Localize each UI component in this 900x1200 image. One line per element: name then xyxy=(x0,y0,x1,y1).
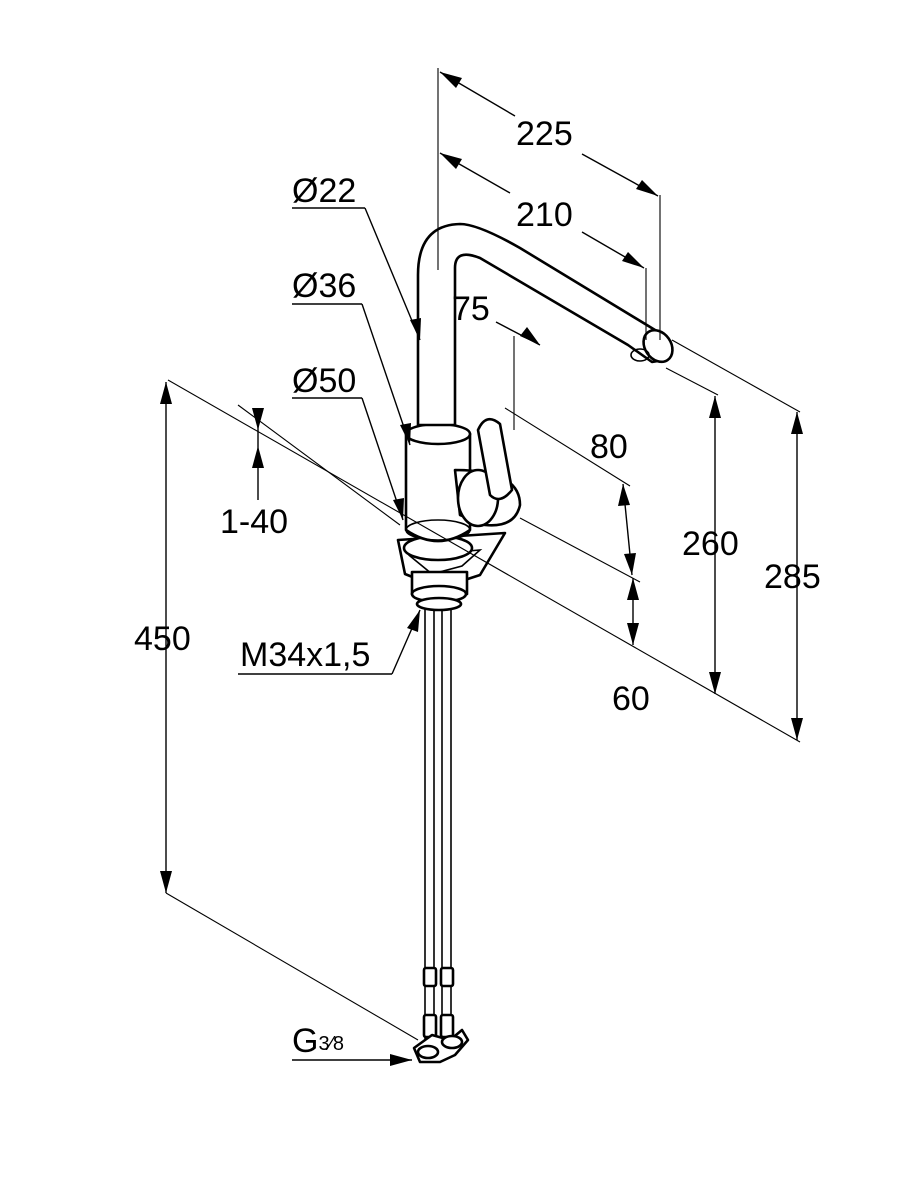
label-outlet-height: 260 xyxy=(682,525,739,563)
faucet-body xyxy=(404,417,522,543)
label-lever-height: 80 xyxy=(590,428,628,466)
label-counter-thickness: 1-40 xyxy=(220,503,288,541)
label-diameter-spout: Ø22 xyxy=(292,172,356,210)
label-total-height: 285 xyxy=(764,558,821,596)
supply-hoses xyxy=(412,599,470,1064)
label-reach-spout: 210 xyxy=(516,196,573,234)
label-diameter-body: Ø36 xyxy=(292,267,356,305)
mounting-base xyxy=(396,531,507,612)
dimension-labels: 225 210 Ø22 Ø36 Ø50 75 80 60 260 285 450… xyxy=(134,115,821,1060)
label-diameter-base: Ø50 xyxy=(292,362,356,400)
label-connection-thread: G3⁄8 xyxy=(292,1022,344,1060)
spout xyxy=(416,222,674,427)
label-connection-thread-fraction: 3⁄8 xyxy=(318,1033,344,1055)
dimension-lines xyxy=(160,68,803,1066)
label-base-height: 60 xyxy=(612,680,650,718)
label-connection-thread-main: G xyxy=(292,1022,318,1060)
label-lever-offset: 75 xyxy=(452,290,490,328)
label-mount-thread: M34x1,5 xyxy=(240,636,370,674)
label-reach-total: 225 xyxy=(516,115,573,153)
faucet xyxy=(396,222,674,1064)
label-hose-length: 450 xyxy=(134,620,191,658)
